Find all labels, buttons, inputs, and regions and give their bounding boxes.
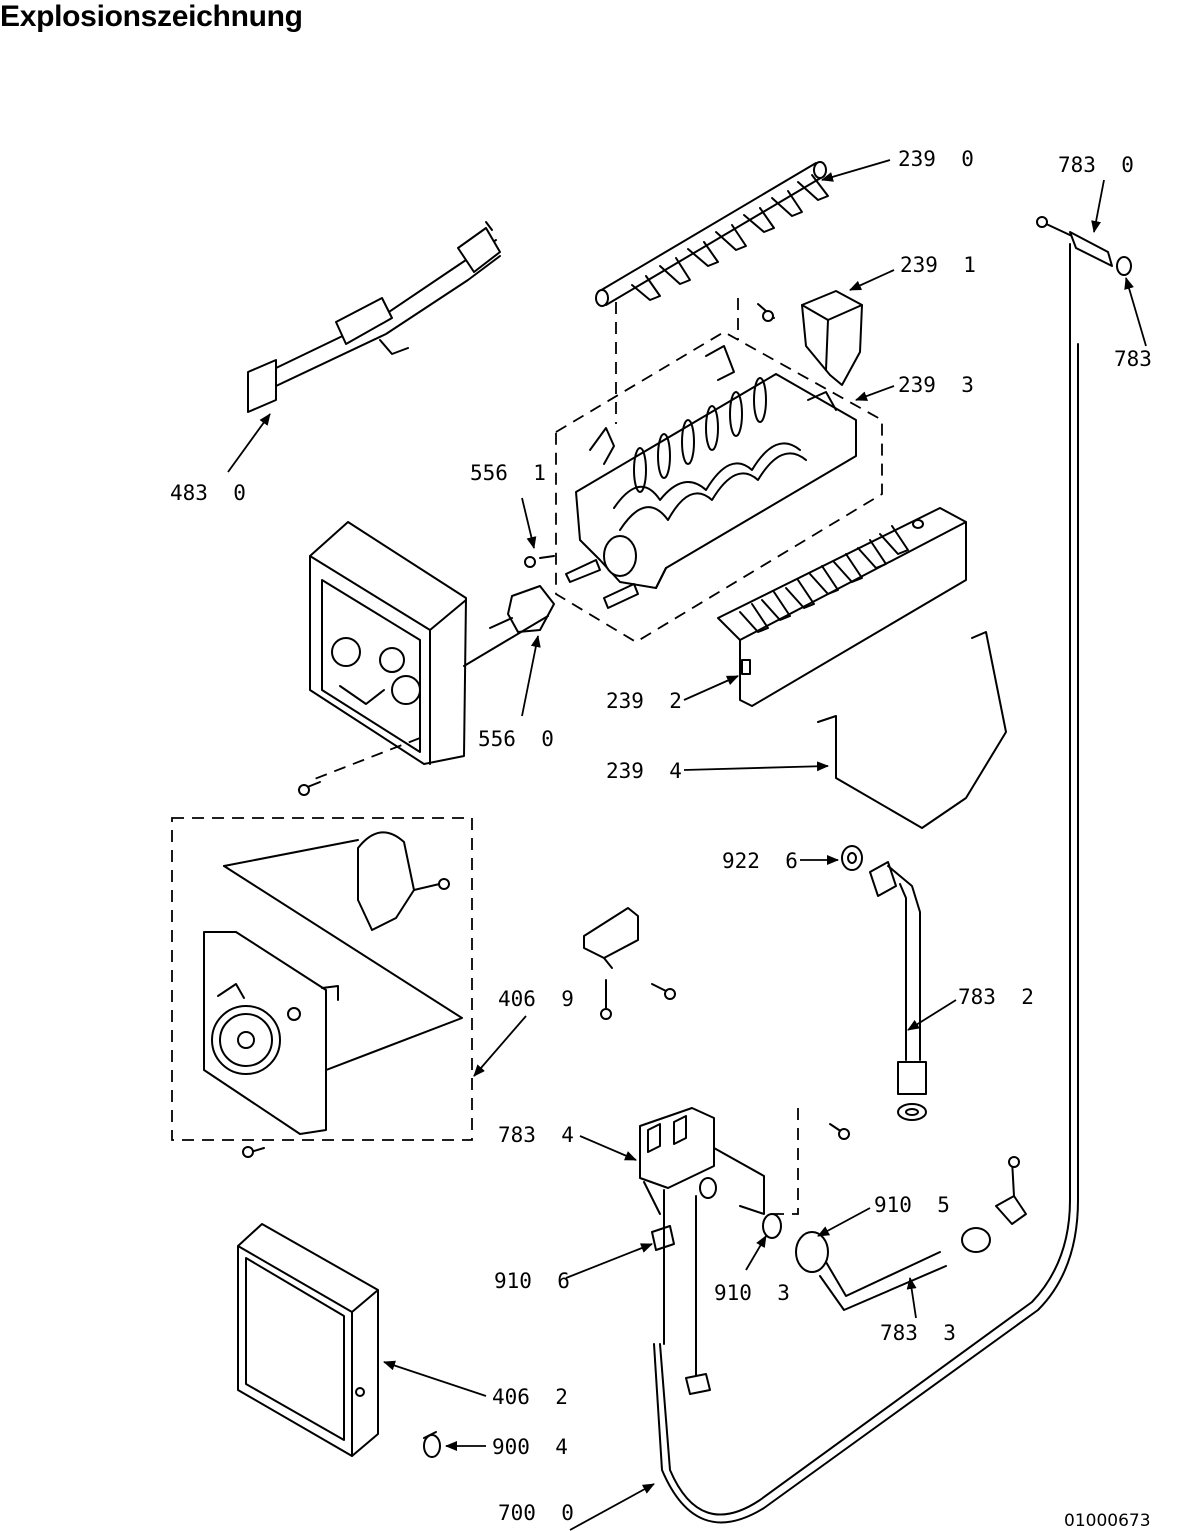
page-title: Explosionszeichnung [0, 0, 303, 33]
part-motor-coupling [489, 555, 555, 633]
callout-labels: 239 0 783 0 239 1 783 1 239 3 483 0 556 … [170, 147, 1179, 1531]
part-motor-module [171, 817, 473, 1158]
label-406-9: 406 9 [498, 987, 574, 1011]
label-239-2: 239 2 [606, 689, 682, 713]
label-783-1: 783 1 [1114, 347, 1179, 371]
part-inlet-tube [841, 845, 927, 1121]
part-clip-and-sleeve [961, 1156, 1027, 1253]
part-water-valve [639, 1107, 947, 1395]
part-stripper [717, 507, 967, 707]
label-783-4: 783 4 [498, 1123, 574, 1147]
part-front-cover [237, 1223, 441, 1458]
label-922-6: 922 6 [722, 849, 798, 873]
label-910-5: 910 5 [874, 1193, 950, 1217]
leader-lines [227, 159, 1147, 1531]
part-shutoff-arm [817, 631, 1007, 829]
label-239-0: 239 0 [898, 147, 974, 171]
label-239-4: 239 4 [606, 759, 682, 783]
label-239-3: 239 3 [898, 373, 974, 397]
label-783-2: 783 2 [958, 985, 1034, 1009]
drawing-number: 01000673 [1064, 1511, 1151, 1531]
label-239-1: 239 1 [900, 253, 976, 277]
label-910-3: 910 3 [714, 1281, 790, 1305]
label-556-0: 556 0 [478, 727, 554, 751]
part-mould [555, 298, 883, 644]
label-910-6: 910 6 [494, 1269, 570, 1293]
label-483-0: 483 0 [170, 481, 246, 505]
label-556-1: 556 1 [470, 461, 546, 485]
part-wire-harness [247, 221, 501, 413]
label-700-0: 700 0 [498, 1501, 574, 1525]
part-bracket [583, 907, 676, 1020]
part-fill-cup [757, 290, 863, 386]
label-900-4: 900 4 [492, 1435, 568, 1459]
part-control-housing [298, 521, 549, 796]
label-783-0: 783 0 [1058, 153, 1134, 177]
part-ejector-shaft [595, 161, 829, 307]
label-406-2: 406 2 [492, 1385, 568, 1409]
label-783-3: 783 3 [880, 1321, 956, 1345]
part-fill-tube-long [653, 216, 1132, 1524]
